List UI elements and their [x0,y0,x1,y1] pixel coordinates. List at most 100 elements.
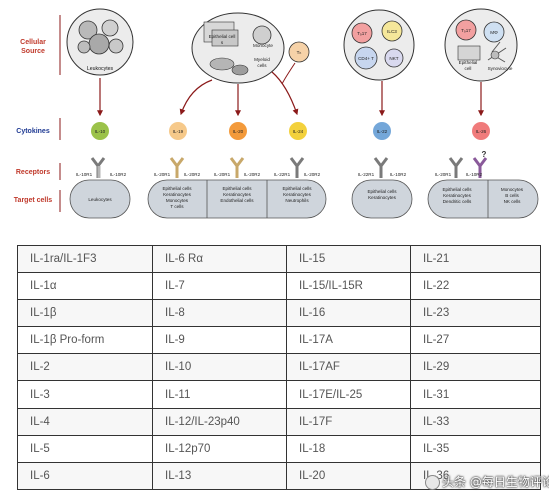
cytokine-il24: IL-24 [289,122,307,140]
svg-text:IL-20R2: IL-20R2 [184,172,201,177]
table-cell: IL-27 [410,326,541,355]
svg-text:IL-20R1: IL-20R1 [214,172,231,177]
svg-text:IL-10R2: IL-10R2 [390,172,407,177]
cytokine-il10: IL-10 [91,122,109,140]
leukocytes-label: Leukocytes [87,66,114,72]
svg-text:IL-22R1: IL-22R1 [274,172,291,177]
svg-text:IL-19: IL-19 [173,129,184,134]
table-cell: IL-1β Pro-form [17,326,153,355]
svg-text:Monocytes: Monocytes [501,187,524,192]
svg-text:Epithelial cells: Epithelial cells [442,187,472,192]
unknown-receptor-icon: ? [482,150,487,159]
svg-text:Keratinocytes: Keratinocytes [443,193,472,198]
svg-text:IL-10R2: IL-10R2 [466,172,483,177]
monocyte-label: Monocyte [253,43,273,48]
label-receptors: Receptors [16,169,50,176]
cytokine-il26: IL-26 [472,122,490,140]
svg-text:Epithelial cells: Epithelial cells [222,186,252,191]
svg-text:IL-20R2: IL-20R2 [304,172,321,177]
table-cell: IL-12p70 [152,434,287,463]
svg-text:IL-22R1: IL-22R1 [358,172,375,177]
table-cell: IL-6 Rα [152,244,287,274]
th17-label-b: T₉17 [461,28,471,33]
table-cell: IL-17A [286,326,411,355]
myeloid-label-1: Myeloid [254,57,270,62]
table-cell: IL-17E/IL-25 [286,380,411,409]
source-leukocytes: Leukocytes [66,8,134,76]
epithelial-b-label-2: cell [465,66,472,71]
svg-text:Keratinocytes: Keratinocytes [283,192,312,197]
source-epithelial-myeloid: Epithelial cell s Monocyte Myeloid cells [191,12,285,84]
epithelial-b-label-1: Epithelial [459,60,478,65]
svg-text:IL-10R2: IL-10R2 [110,172,127,177]
table-cell: IL-10 [152,353,287,382]
table-cell: IL-17F [286,407,411,436]
table-cell: IL-21 [410,244,541,274]
table-cell: IL-33 [410,407,541,436]
svg-text:T cells: T cells [170,204,184,209]
cd4-t-label: CD4+ T [358,56,374,61]
nkt-label: NKT [389,56,398,61]
svg-text:IL-10R1: IL-10R1 [76,172,93,177]
source-mixed: T₉17 MΦ Epithelial cell Synoviocyte [444,8,518,82]
label-cytokines: Cytokines [16,128,50,135]
watermark-logo-icon [425,475,440,490]
myeloid-label-2: cells [257,63,267,68]
table-cell: IL-1ra/IL-1F3 [17,244,153,274]
table-cell: IL-4 [17,407,153,436]
svg-text:Epithelial cells: Epithelial cells [367,189,397,194]
svg-text:NK cells: NK cells [504,199,522,204]
source-lymphocytes: T₉17 ILC3 CD4+ T NKT [343,9,415,81]
table-cell: IL-15 [286,244,411,274]
th-label: Tₕ [297,50,302,55]
svg-text:IL-20: IL-20 [233,129,244,134]
il10-family-diagram: Cellular Source Cytokines Receptors Targ… [14,8,539,219]
svg-text:Dendritic cells: Dendritic cells [443,199,472,204]
svg-text:Keratinocytes: Keratinocytes [368,195,397,200]
epithelial-cell-label-2: s [221,40,224,45]
table-cell: IL-12/IL-23p40 [152,407,287,436]
table-cell: IL-1α [17,272,153,301]
label-cellular-source-2: Source [21,48,45,55]
th17-label-a: T₉17 [357,31,367,36]
svg-text:IL-20R1: IL-20R1 [154,172,171,177]
svg-text:IL-20R2: IL-20R2 [244,172,261,177]
table-cell: IL-2 [17,353,153,382]
table-cell: IL-31 [410,380,541,409]
svg-text:IL-24: IL-24 [293,129,304,134]
svg-text:Epithelial cells: Epithelial cells [162,186,192,191]
table-cell: IL-18 [286,434,411,463]
svg-text:Endothelial cells: Endothelial cells [220,198,254,203]
table-cell: IL-7 [152,272,287,301]
svg-text:IL-26: IL-26 [476,129,487,134]
receptor-il20r-group: IL-20R1 IL-20R2 IL-20R1 IL-20R2 IL-22R1 … [154,157,321,178]
svg-text:Leukocytes: Leukocytes [88,197,112,202]
label-cellular-source-1: Cellular [20,39,46,46]
svg-text:B cells: B cells [505,193,519,198]
svg-text:Keratinocytes: Keratinocytes [223,192,252,197]
synoviocyte-label: Synoviocyte [488,66,513,71]
table-cell: IL-20 [286,461,411,490]
label-target-cells: Target cells [14,197,52,204]
table-cell: IL-35 [410,434,541,463]
table-cell: IL-1β [17,299,153,328]
table-cell: IL-15/IL-15R [286,272,411,301]
svg-text:Keratinocytes: Keratinocytes [163,192,192,197]
table-cell: IL-3 [17,380,153,409]
receptor-il22r: IL-22R1 IL-10R2 [358,157,407,178]
svg-text:IL-10: IL-10 [95,129,106,134]
cytokine-il19: IL-19 [169,122,187,140]
watermark-text: 头条 @每日生物评论 [442,475,549,489]
svg-text:IL-22: IL-22 [377,129,388,134]
target-t3: Epithelial cells Keratinocytes [351,179,413,219]
receptor-il26r: ? IL-20R1 IL-10R2 [435,150,488,178]
